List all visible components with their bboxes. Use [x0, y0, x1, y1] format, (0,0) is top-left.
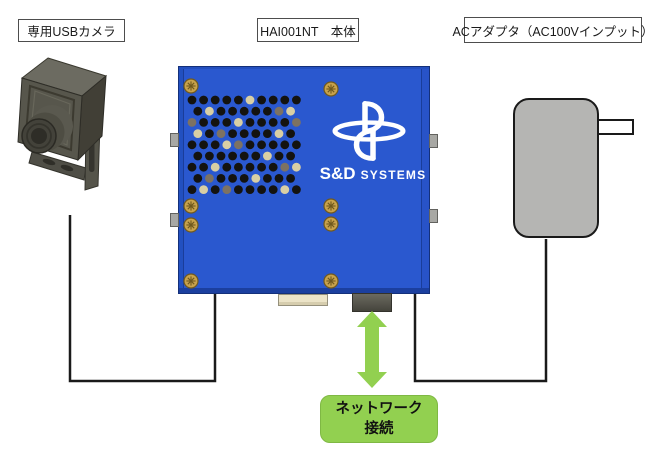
plug-prong	[597, 119, 634, 135]
camera-callout-label: 専用USBカメラ	[18, 19, 125, 42]
unit-edge-left	[179, 67, 184, 293]
main-unit-illustration: S&D SYSTEMS	[178, 66, 430, 294]
usb-camera-illustration	[17, 57, 108, 191]
mounting-tab-left-top	[170, 133, 179, 147]
mounting-tab-left-bottom	[170, 213, 179, 227]
brand-prefix: S&D	[319, 164, 356, 183]
network-arrow-icon	[357, 311, 387, 388]
network-port	[352, 293, 392, 312]
camera-lens	[21, 105, 73, 154]
screw-icons	[183, 78, 339, 289]
network-badge-line1: ネットワーク	[335, 401, 423, 417]
brand-suffix: SYSTEMS	[360, 168, 427, 182]
unit-face-graphics	[183, 78, 339, 289]
network-badge-line2: 接続	[364, 421, 394, 437]
brand-logo-icon	[332, 101, 406, 161]
sd-card-slot	[278, 294, 328, 306]
power-cable	[413, 239, 548, 383]
vent-grid-icon	[187, 95, 301, 194]
main-unit-callout-label: HAI001NT 本体	[257, 18, 359, 42]
unit-edge-right	[421, 67, 429, 293]
ac-adapter-callout-label: ACアダプタ（AC100Vインプット）	[452, 17, 650, 43]
mounting-tab-right-bottom	[429, 209, 438, 223]
unit-edge-bottom	[179, 288, 429, 293]
ac-adapter-illustration	[513, 98, 599, 238]
network-connection-badge: ネットワーク 接続	[320, 395, 438, 443]
mounting-tab-right-top	[429, 134, 438, 148]
brand-text: S&D SYSTEMS	[289, 164, 457, 184]
unit-edge-top	[179, 67, 429, 69]
